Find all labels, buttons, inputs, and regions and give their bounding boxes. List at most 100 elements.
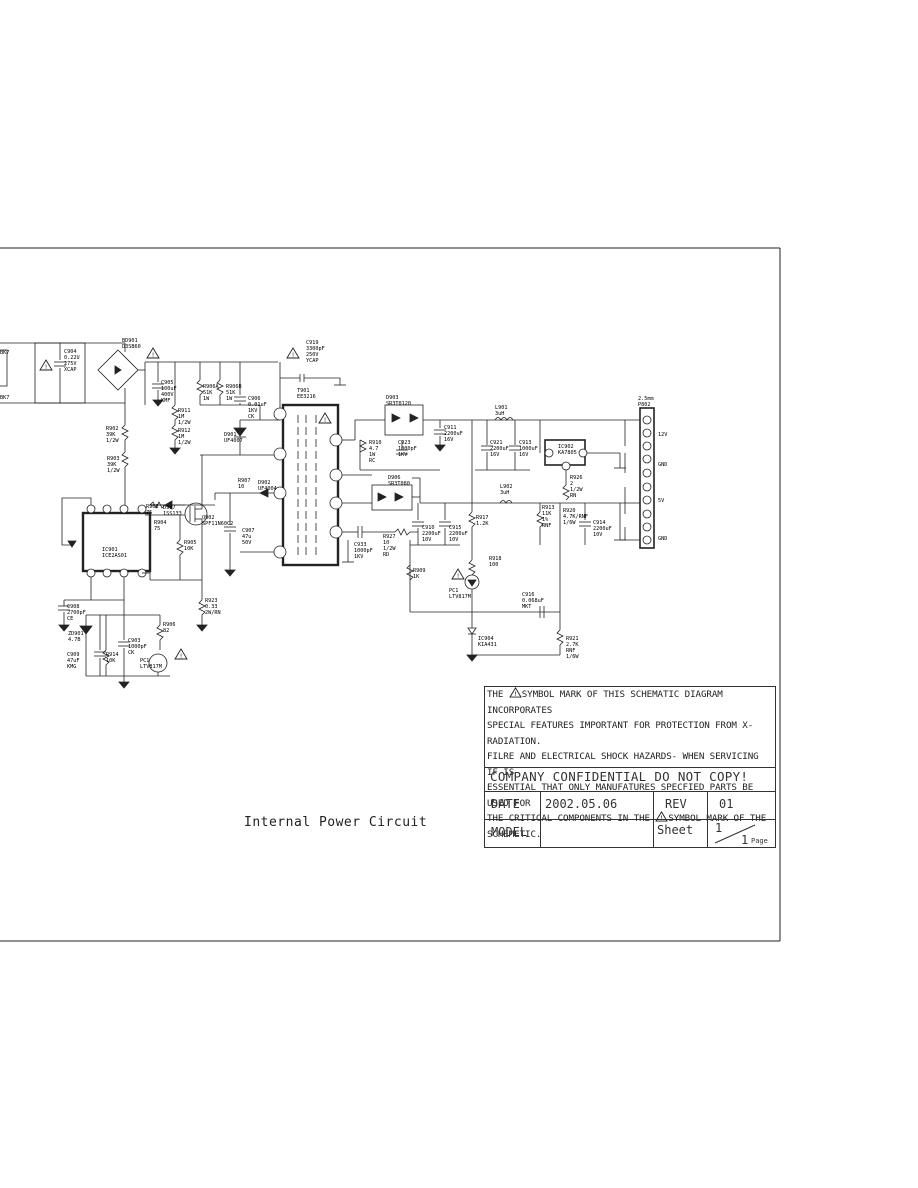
label-d906: D906 SR3T080 — [388, 475, 410, 487]
svg-text:!: ! — [513, 690, 517, 698]
title-block: THE !SYMBOL MARK OF THIS SCHEMATIC DIAGR… — [484, 686, 776, 848]
label-c915: C915 2200uF 10V — [449, 525, 468, 543]
label-d902: D902 UF4004 — [258, 480, 277, 492]
notice-line-1-pre: THE — [487, 689, 509, 700]
svg-text:!: ! — [291, 352, 295, 359]
label-input-top: BK7 — [0, 350, 10, 356]
confidential-row — [485, 767, 775, 768]
label-r904: R904 75 — [154, 520, 167, 532]
svg-text:!: ! — [323, 417, 327, 424]
rev-value: 01 — [719, 797, 734, 811]
label-d901: D901 UF4007 — [224, 432, 243, 444]
label-r902: R902 39K 1/2W — [106, 426, 119, 444]
label-l902: L902 3uH — [500, 484, 513, 496]
label-pin-gnd-1: GND — [658, 462, 668, 468]
confidential-text: COMPANY CONFIDENTIAL DO NOT COPY! — [490, 769, 749, 784]
bridge-rectifier — [97, 349, 139, 391]
warning-icon: ! — [655, 811, 669, 822]
label-t901: T901 EE3216 — [297, 388, 316, 400]
warning-icon — [39, 347, 465, 660]
label-r906b: R906B 51K 1W — [226, 384, 242, 402]
label-c911: C911 2200uF 16V — [444, 425, 463, 443]
label-c921: C921 2200uF 16V — [490, 440, 509, 458]
label-r923: R923 0.33 2W/RN — [205, 598, 221, 616]
label-bd901: BD901 D3SB60 — [122, 338, 141, 350]
label-r918: R918 100 — [489, 556, 502, 568]
svg-text:!: ! — [456, 573, 460, 580]
label-c933: C933 1000pF 1KV — [354, 542, 373, 560]
label-c903: C903 1000pF CK — [128, 638, 147, 656]
label-pin-12v: 12V — [658, 432, 668, 438]
label-c907: C907 47u 50V — [242, 528, 255, 546]
diode-d906 — [371, 484, 413, 511]
label-ic901: IC901 ICE2AS01 — [102, 547, 127, 559]
label-c916: C916 0.068uF MKT — [522, 592, 544, 610]
notice-line-5-post: SYMBOL MARK OF THE SCHEMETIC. — [487, 813, 767, 840]
label-r907: R907 10 — [238, 478, 251, 490]
diode-d903 — [384, 404, 424, 436]
label-d903: D903 SR3T0120 — [386, 395, 411, 407]
divider — [653, 791, 654, 847]
safety-notice: THE !SYMBOL MARK OF THIS SCHEMATIC DIAGR… — [487, 687, 773, 840]
label-r905: R905 10K — [184, 540, 197, 552]
label-c904: C904 0.22U 275V XCAP — [64, 349, 80, 373]
label-c909: C909 47uF KMG — [67, 652, 80, 670]
svg-text:!: ! — [660, 814, 664, 822]
svg-text:!: ! — [44, 364, 48, 371]
svg-text:!: ! — [179, 653, 183, 660]
connector-p802 — [639, 407, 655, 549]
svg-text:!: ! — [151, 352, 155, 359]
label-c923: C923 1000pF 1KV — [398, 440, 417, 458]
label-r906: R906 82 — [163, 622, 176, 634]
label-pc1-secondary: PC1 LTV817M — [449, 588, 471, 600]
warning-icon: ! — [508, 687, 522, 698]
label-r921: R921 2.7K RNF 1/6W — [566, 636, 579, 660]
divider — [707, 791, 708, 847]
label-r917: R917 1.2K — [476, 515, 489, 527]
notice-line-2: SPECIAL FEATURES IMPORTANT FOR PROTECTIO… — [487, 720, 754, 747]
label-r909: R909 1K — [413, 568, 426, 580]
model-row — [485, 819, 775, 820]
label-r906a: R906A 51K 1W — [203, 384, 219, 402]
label-r911: R911 1M 1/2W — [178, 408, 191, 426]
label-zd901: ZD901 4.7B — [68, 631, 84, 643]
label-r927: R927 10 1/2W RD — [383, 534, 396, 558]
label-c905: C905 100uF 400V KMF — [161, 380, 177, 404]
page-label: Page — [751, 837, 768, 845]
input-connector — [0, 349, 8, 387]
label-r913: R913 11K 1% RNF — [542, 505, 555, 529]
label-q902: Q902 SPF11N60C2 — [202, 515, 234, 527]
label-r910: R910 4.7 1W RC — [369, 440, 382, 464]
label-r908: R908 75 — [146, 504, 159, 516]
label-c914: C914 2200uF 10V — [593, 520, 612, 538]
label-r903: R903 39K 1/2W — [107, 456, 120, 474]
label-ic902: IC902 KA7805 — [558, 444, 577, 456]
notice-line-5: THE CRITICAL COMPONENTS IN THE !SYMBOL M… — [487, 811, 773, 842]
date-value: 2002.05.06 — [545, 797, 618, 811]
label-c908: C908 2700pF CE — [67, 604, 86, 622]
drawing-border — [0, 247, 781, 942]
label-pc1-primary: PC1 LTV817M — [140, 658, 162, 670]
notice-line-3: FILRE AND ELECTRICAL SHOCK HAZARDS- WHEN… — [487, 751, 759, 778]
rev-label: REV — [665, 797, 687, 811]
label-pin-gnd-2: GND — [658, 536, 668, 542]
date-label: DATE — [491, 797, 520, 811]
notice-line-1: THE !SYMBOL MARK OF THIS SCHEMATIC DIAGR… — [487, 687, 773, 718]
label-l901: L901 3uH — [495, 405, 508, 417]
sheet-number: 1 — [715, 821, 723, 835]
label-pin-5v: 5V — [658, 498, 665, 504]
transformer-t901 — [281, 403, 340, 567]
label-r926: R926 2 1/2W RN — [570, 475, 583, 499]
sheet-label: Sheet — [657, 823, 694, 837]
label-r912: R912 1M 1/2W — [178, 428, 191, 446]
label-c919: C919 3300pF 250V YCAP — [306, 340, 325, 364]
label-d907: D907 1SS133 — [163, 505, 182, 517]
label-c913: C913 1000uF 16V — [519, 440, 538, 458]
notice-line-1-post: SYMBOL MARK OF THIS SCHEMATIC DIAGRAM IN… — [487, 689, 723, 716]
sheet-total: 1 — [741, 833, 749, 847]
label-r920: R920 4.7K/RNF 1/6W — [563, 508, 588, 526]
label-input-bottom: BK7 — [0, 395, 10, 401]
notice-line-4: ESSENTIAL THAT ONLY MANUFATURES SPECFIED… — [487, 782, 754, 809]
drawing-title: Internal Power Circuit — [244, 815, 428, 830]
